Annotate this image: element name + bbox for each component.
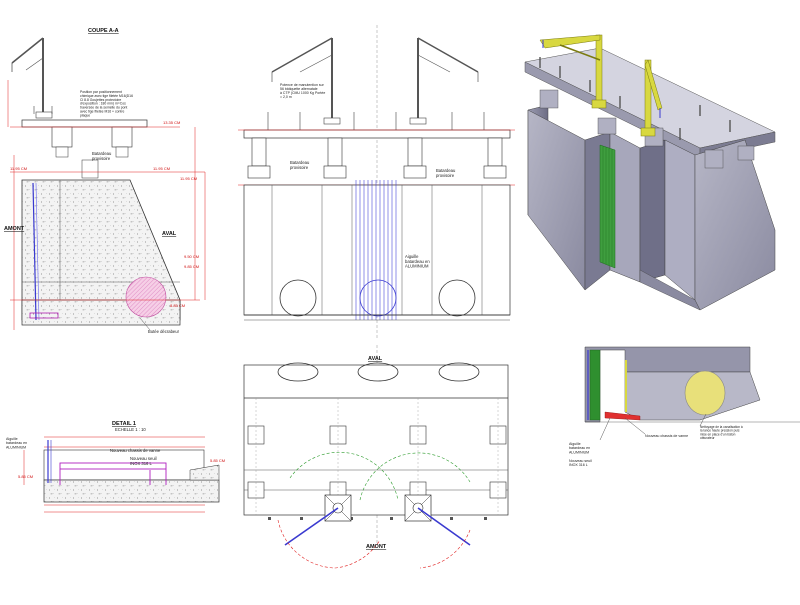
detail-concrete xyxy=(43,479,220,503)
iso-detail-needle xyxy=(589,349,601,421)
pipe-center xyxy=(359,279,397,317)
plan-crane-base-left xyxy=(277,451,399,569)
plan-pipe-left xyxy=(277,362,319,382)
deck-elevation xyxy=(243,129,511,139)
iso-3d-view xyxy=(524,34,776,311)
coupe-note-butee: Butée décrabeur xyxy=(148,329,180,334)
plan-pipe-right xyxy=(438,362,480,382)
coupe-label-amont: AMONT xyxy=(4,226,25,232)
coupe-title: COUPE A-A xyxy=(88,28,119,34)
pier-cap-left xyxy=(51,126,73,148)
detail-level-2: 5.85 CM xyxy=(210,458,225,463)
plan-crane-base-right xyxy=(359,452,471,569)
svg-text:8.85 CM: 8.85 CM xyxy=(170,303,185,308)
plan-view: AVAL xyxy=(243,345,509,569)
detail-new-frame xyxy=(59,462,167,470)
iso-crane-1 xyxy=(539,34,607,109)
crane-elevation-left xyxy=(271,37,341,125)
deck-slab xyxy=(21,119,148,128)
plan-outline xyxy=(243,364,509,516)
plan-bolts xyxy=(268,517,487,520)
crane-elevation-right xyxy=(409,37,479,125)
pipe-right xyxy=(438,279,476,317)
plan-pipe-center xyxy=(357,362,399,382)
iso-pier-caps xyxy=(539,89,755,169)
detail-level: 5.85 CM xyxy=(18,474,33,479)
weir-elevation-body xyxy=(243,184,511,316)
svg-text:9.85 CM: 9.85 CM xyxy=(184,264,199,269)
svg-text:11.95 CM: 11.95 CM xyxy=(180,176,197,181)
detail-title: DETAIL 1 xyxy=(112,421,136,427)
pipe-section xyxy=(125,276,167,318)
svg-text:11.95 CM: 11.95 CM xyxy=(153,166,170,171)
svg-text:13.35 CM: 13.35 CM xyxy=(163,120,180,125)
detail-note-nouveau: Nouveau chassis de vanne xyxy=(110,448,161,453)
iso-needle-gate xyxy=(599,144,616,269)
detail-subtitle: ECHELLE 1 : 10 xyxy=(115,427,146,432)
needle-gate-section xyxy=(32,182,37,321)
needle-gate-elevation xyxy=(355,180,397,320)
iso-detail-note-chassis: Nouveau chassis de vanne xyxy=(645,434,688,438)
coupe-label-aval: AVAL xyxy=(162,231,177,237)
plan-label-amont: AMONT xyxy=(366,544,387,550)
svg-text:11.95 CM: 11.95 CM xyxy=(10,166,27,171)
railing-posts xyxy=(267,112,485,130)
coupe-dimensions: 13.35 CM 11.95 CM 11.95 CM 11.95 CM 9.50… xyxy=(7,80,206,308)
iso-wall-left xyxy=(527,109,586,291)
plan-label-aval: AVAL xyxy=(368,356,383,362)
pipe-left xyxy=(279,279,317,317)
pier-caps-elevation xyxy=(247,137,507,179)
pier-cap-right xyxy=(111,126,133,148)
crane-left xyxy=(11,37,53,119)
iso-crane-2 xyxy=(640,59,663,137)
svg-text:9.50 CM: 9.50 CM xyxy=(184,254,199,259)
iso-detail-plug xyxy=(684,370,726,416)
